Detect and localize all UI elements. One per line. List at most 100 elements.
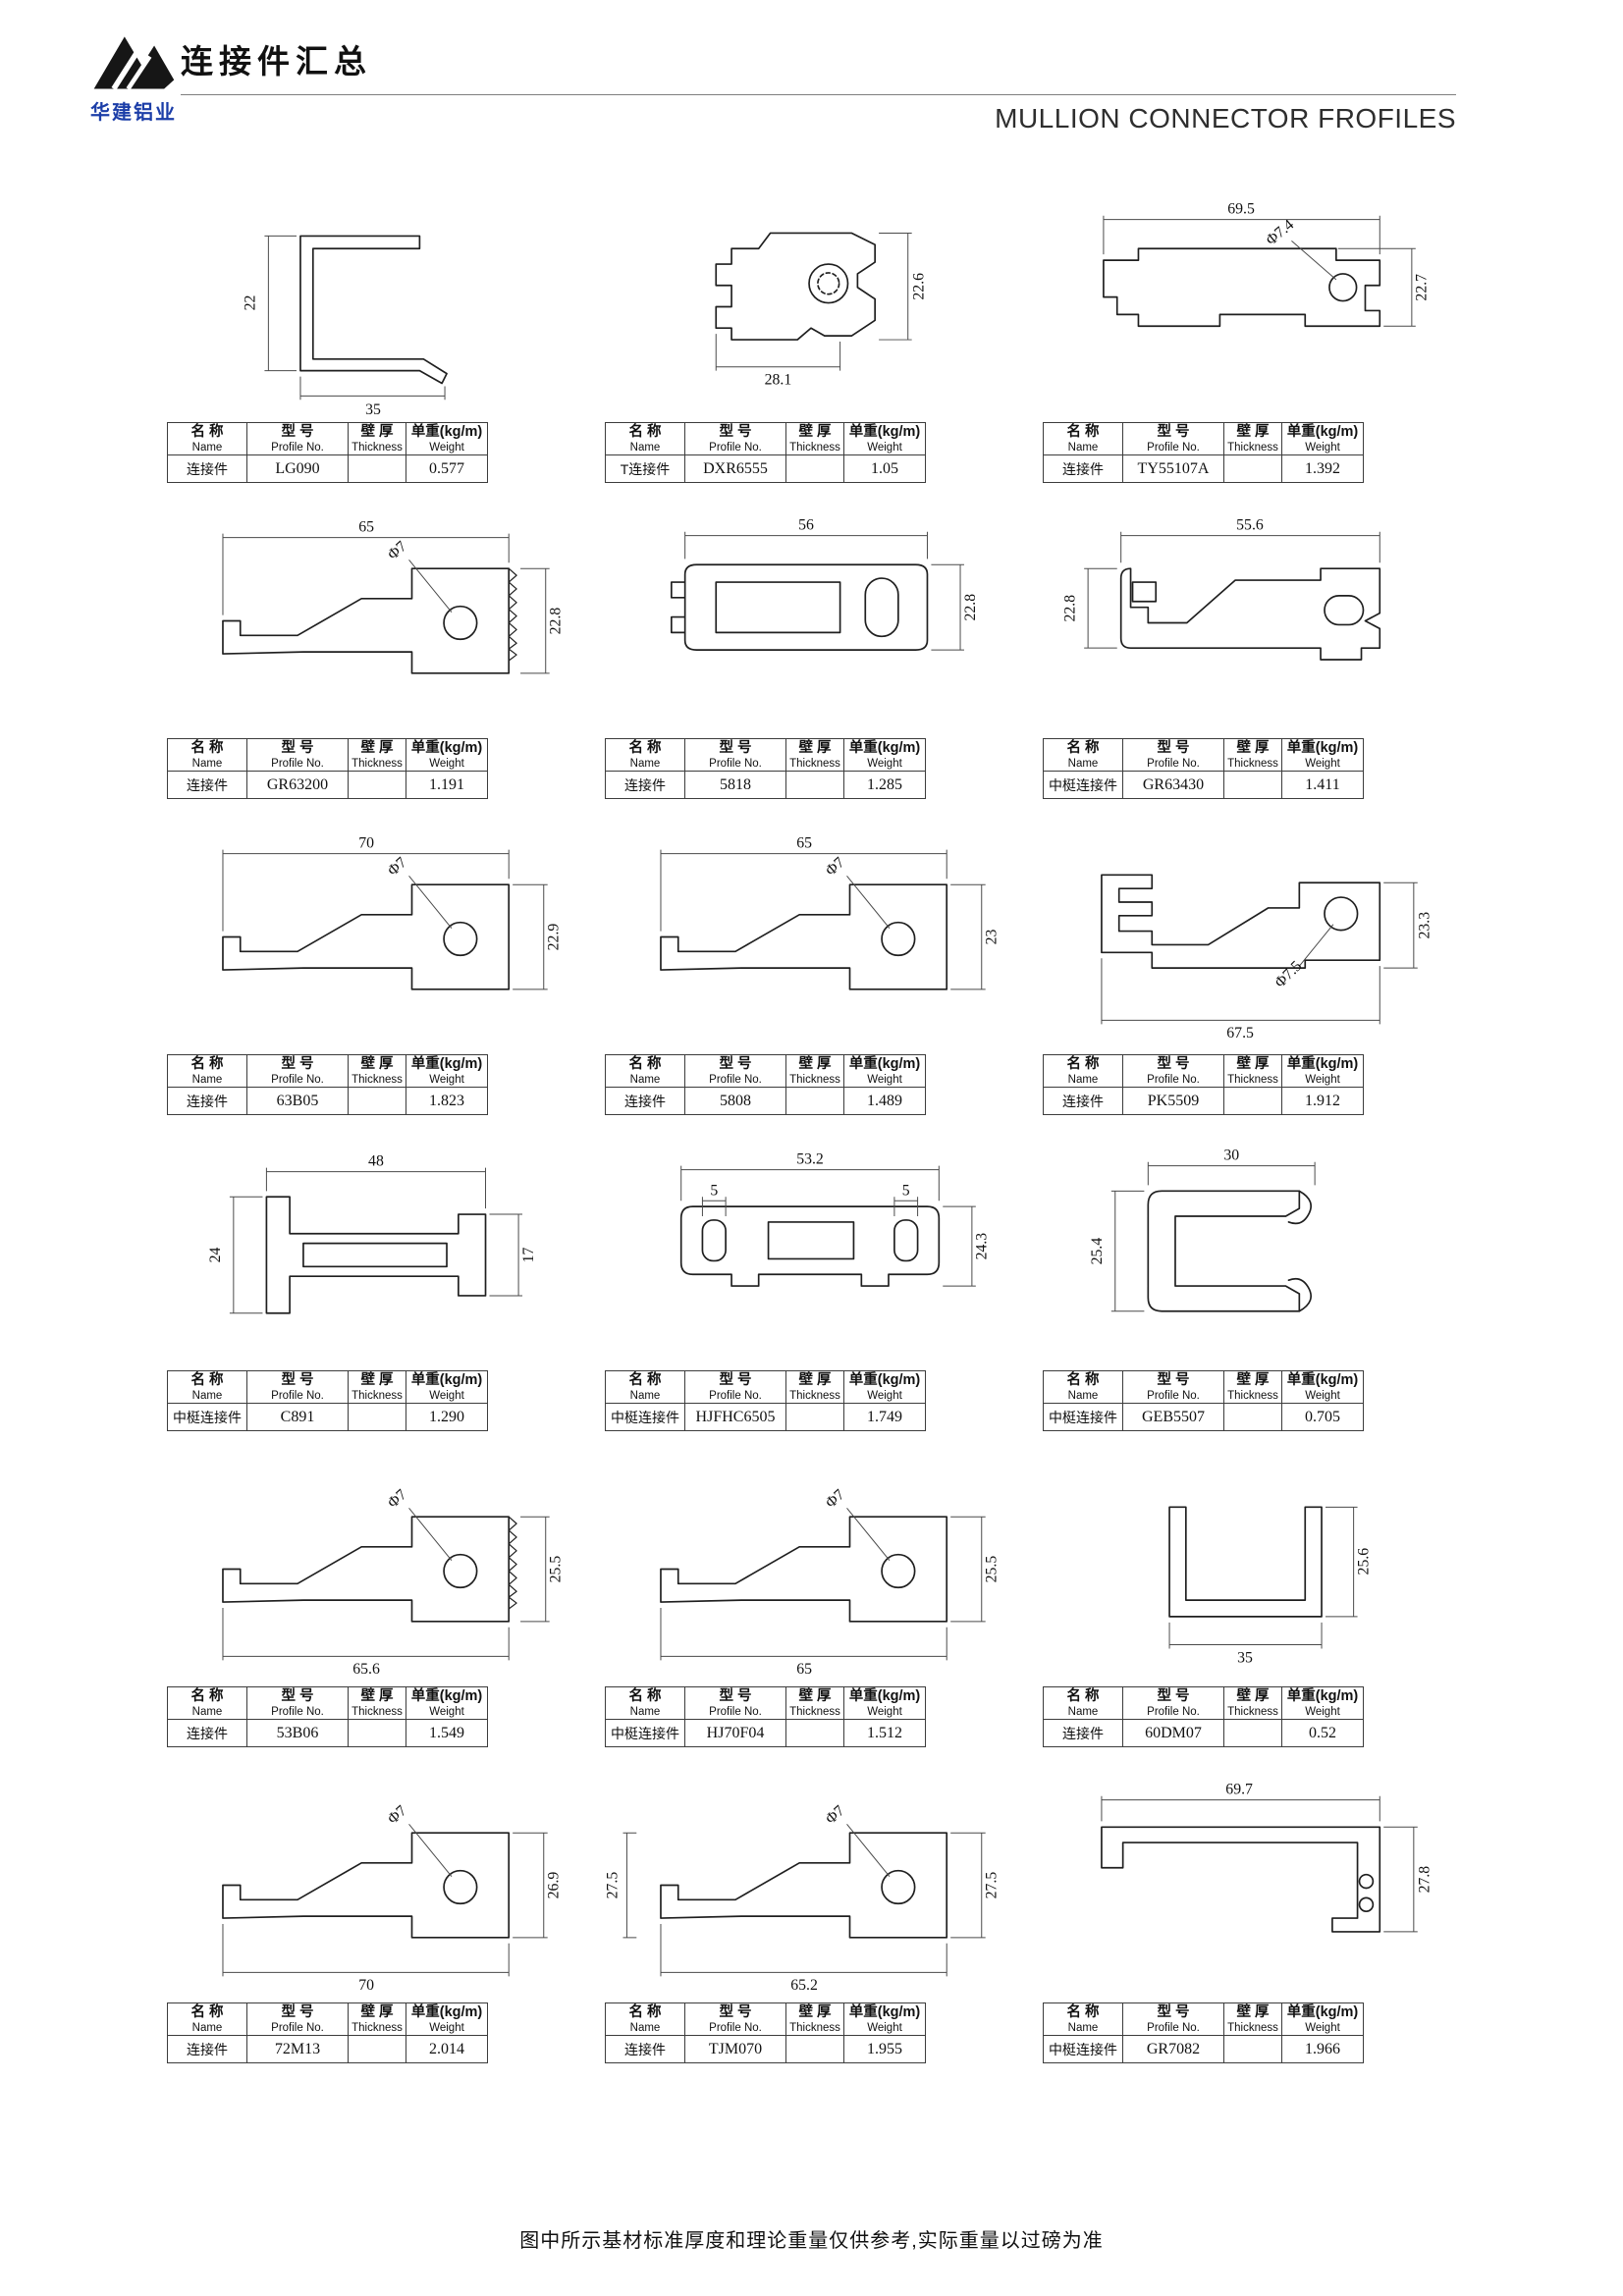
col-name-en: Name xyxy=(629,758,661,770)
col-weight-cn: 单重(kg/m) xyxy=(410,1688,483,1704)
value-weight: 0.577 xyxy=(406,454,488,483)
drawing-area: 48 24 17 xyxy=(165,1115,581,1370)
page-footer-note: 图中所示基材标准厚度和理论重量仅供参考,实际重量以过磅为准 xyxy=(519,2230,1104,2252)
value-model: DXR6555 xyxy=(684,454,786,483)
profile-drawing-c891: 48 24 17 xyxy=(207,1153,537,1314)
value-thickness xyxy=(785,771,844,799)
col-weight: 单重(kg/m)Weight xyxy=(1281,1686,1364,1720)
dimension-line xyxy=(489,1213,523,1297)
spec-value-row: 连接件 TJM070 1.955 xyxy=(605,2035,926,2063)
col-model-en: Profile No. xyxy=(271,2022,324,2034)
dim-label-width: 35 xyxy=(1237,1649,1253,1666)
col-model-en: Profile No. xyxy=(1147,1706,1200,1718)
spec-value-row: 连接件 PK5509 1.912 xyxy=(1043,1087,1364,1115)
col-weight: 单重(kg/m)Weight xyxy=(843,1370,926,1404)
value-thickness xyxy=(785,1087,844,1115)
drawing-area: Φ7 70 26.9 xyxy=(165,1747,581,2002)
dim-label-height: 26.9 xyxy=(546,1872,563,1899)
col-weight: 单重(kg/m)Weight xyxy=(406,1370,488,1404)
dim-label-width: 48 xyxy=(368,1153,384,1170)
dim-label-height: 27.5 xyxy=(984,1872,1001,1899)
value-model: GR63200 xyxy=(246,771,349,799)
inner-cavity xyxy=(302,1242,448,1268)
col-thickness-cn: 壁 厚 xyxy=(1236,424,1270,440)
value-model: TY55107A xyxy=(1122,454,1224,483)
value-weight: 1.290 xyxy=(406,1403,488,1431)
col-weight: 单重(kg/m) Weight xyxy=(406,1686,488,1720)
drawing-area: 30 25.4 xyxy=(1041,1115,1457,1370)
col-thickness-en: Thickness xyxy=(352,2022,403,2034)
col-model-en: Profile No. xyxy=(709,1074,762,1086)
col-thickness-cn: 壁 厚 xyxy=(1236,1056,1270,1072)
dim-label-width: 55.6 xyxy=(1236,517,1264,534)
value-name: 连接件 xyxy=(167,1719,247,1747)
drawing-area: 69.7 27.8 xyxy=(1041,1747,1457,2002)
col-thickness-en: Thickness xyxy=(352,758,403,770)
col-thickness-cn: 壁 厚 xyxy=(360,740,394,756)
value-model: 53B06 xyxy=(246,1719,349,1747)
profile-outline xyxy=(660,1516,948,1623)
col-name-en: Name xyxy=(629,1074,661,1086)
col-model-en: Profile No. xyxy=(271,1706,324,1718)
col-name-en: Name xyxy=(1067,758,1099,770)
dim-label-height: 23 xyxy=(984,930,1001,945)
value-thickness xyxy=(348,1719,406,1747)
value-name: T连接件 xyxy=(605,454,685,483)
col-thickness-cn: 壁 厚 xyxy=(798,1056,832,1072)
value-name: 连接件 xyxy=(167,1087,247,1115)
dim-label-width: 65 xyxy=(796,1661,812,1678)
inner-cavity xyxy=(767,1221,855,1260)
col-thickness-cn: 壁 厚 xyxy=(798,1688,832,1704)
profile-outline xyxy=(715,232,876,341)
dimension-line xyxy=(513,883,548,990)
col-thickness-cn: 壁 厚 xyxy=(1236,1688,1270,1704)
profile-drawing-tjm070: Φ7 65.2 27.5 27.5 xyxy=(605,1802,1001,1994)
spec-value-row: 中梃连接件 C891 1.290 xyxy=(167,1403,488,1431)
value-thickness xyxy=(1223,1403,1282,1431)
dim-label-width: 53.2 xyxy=(796,1151,824,1168)
col-name-cn: 名 称 xyxy=(1066,1688,1100,1704)
col-thickness-cn: 壁 厚 xyxy=(360,1056,394,1072)
profile-drawing-gr63200: Φ7 65 22.8 xyxy=(222,519,565,674)
hole-circle xyxy=(881,921,916,957)
col-model-cn: 型 号 xyxy=(1157,1056,1190,1072)
value-model: 5808 xyxy=(684,1087,786,1115)
dim-label-width: 65 xyxy=(358,519,374,536)
col-model-en: Profile No. xyxy=(709,2022,762,2034)
col-weight-cn: 单重(kg/m) xyxy=(848,1372,921,1388)
col-thickness: 壁 厚 Thickness xyxy=(348,738,406,772)
col-model-cn: 型 号 xyxy=(719,2004,752,2020)
col-name-cn: 名 称 xyxy=(628,424,662,440)
col-weight-cn: 单重(kg/m) xyxy=(410,740,483,756)
value-thickness xyxy=(1223,454,1282,483)
col-name-en: Name xyxy=(191,1390,223,1402)
dimension-line xyxy=(1168,1622,1323,1649)
col-weight-en: Weight xyxy=(429,1706,464,1718)
col-weight-en: Weight xyxy=(1305,2022,1340,2034)
hole-circle xyxy=(443,1553,478,1589)
col-weight: 单重(kg/m)Weight xyxy=(1281,1054,1364,1088)
col-weight-en: Weight xyxy=(1305,1074,1340,1086)
page-subtitle: MULLION CONNECTOR FROFILES xyxy=(995,103,1456,133)
dim-label-height: 22.8 xyxy=(1061,595,1078,622)
dim-label-width: 70 xyxy=(358,1977,374,1994)
dimension-line xyxy=(222,1924,510,1977)
value-model: 72M13 xyxy=(246,2035,349,2063)
logo-mountain xyxy=(93,36,175,89)
